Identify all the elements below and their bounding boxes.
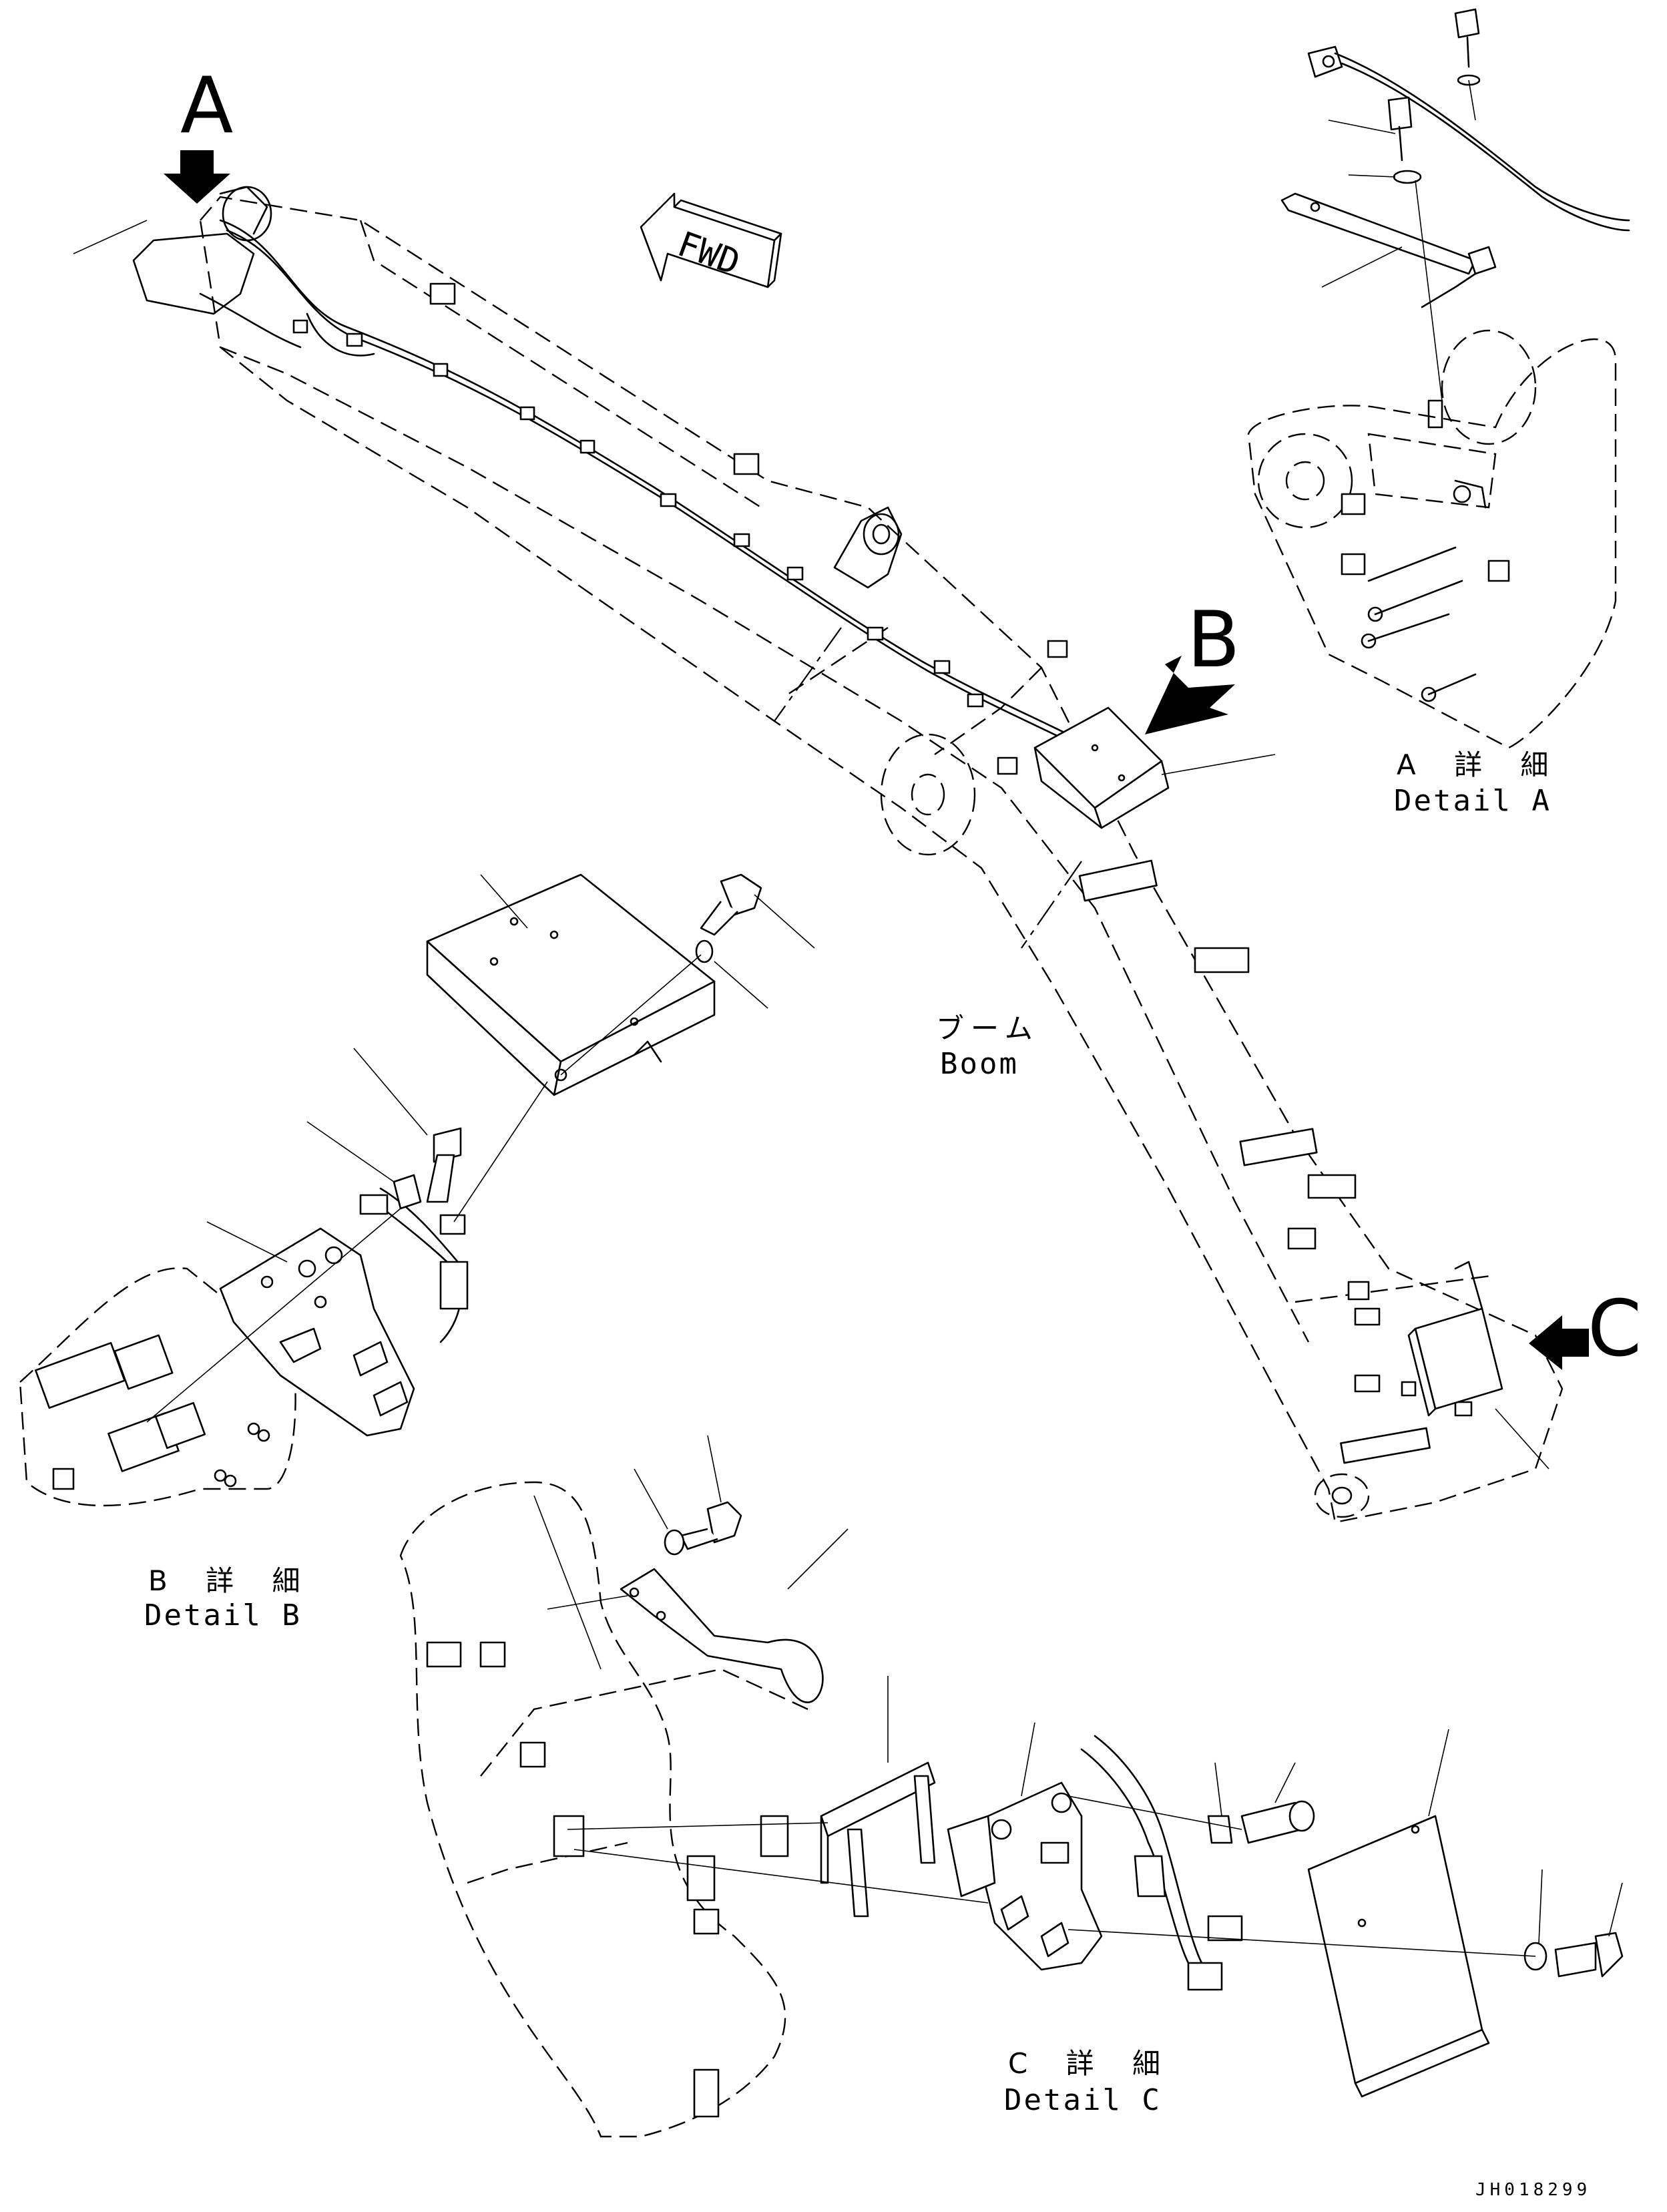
detail-a-label-jp: A 詳 細	[1397, 748, 1563, 781]
detail-a-label-en: Detail A	[1394, 784, 1552, 818]
boom-clamps	[1078, 859, 1473, 1464]
detail-c-label-en: Detail C	[1004, 2083, 1162, 2117]
callout-a: A	[180, 61, 233, 151]
leader-lines-main	[73, 220, 1550, 1470]
arrow-c-icon	[1529, 1315, 1589, 1370]
drawing-code: JH018299	[1475, 2180, 1591, 2200]
boom-label-jp: ブーム	[936, 1012, 1039, 1045]
fwd-arrow-icon	[640, 192, 782, 288]
detail-b	[19, 873, 815, 1507]
detail-a	[1247, 8, 1630, 749]
detail-c-label-jp: C 詳 細	[1008, 2047, 1175, 2080]
boom-assembly	[132, 186, 1564, 1524]
arrow-a-icon	[164, 150, 230, 204]
cover-c-on-boom	[1407, 1261, 1503, 1417]
detail-c	[399, 1435, 1624, 2138]
detail-b-label-jp: B 詳 細	[148, 1564, 315, 1597]
boom-label-en: Boom	[940, 1047, 1019, 1081]
arrow-b-icon	[1145, 656, 1235, 734]
callout-c: C	[1588, 1284, 1642, 1374]
detail-b-label-en: Detail B	[144, 1598, 302, 1632]
cover-b-on-boom	[1033, 706, 1170, 829]
callout-b: B	[1187, 595, 1240, 685]
wire-harness	[199, 219, 1076, 775]
